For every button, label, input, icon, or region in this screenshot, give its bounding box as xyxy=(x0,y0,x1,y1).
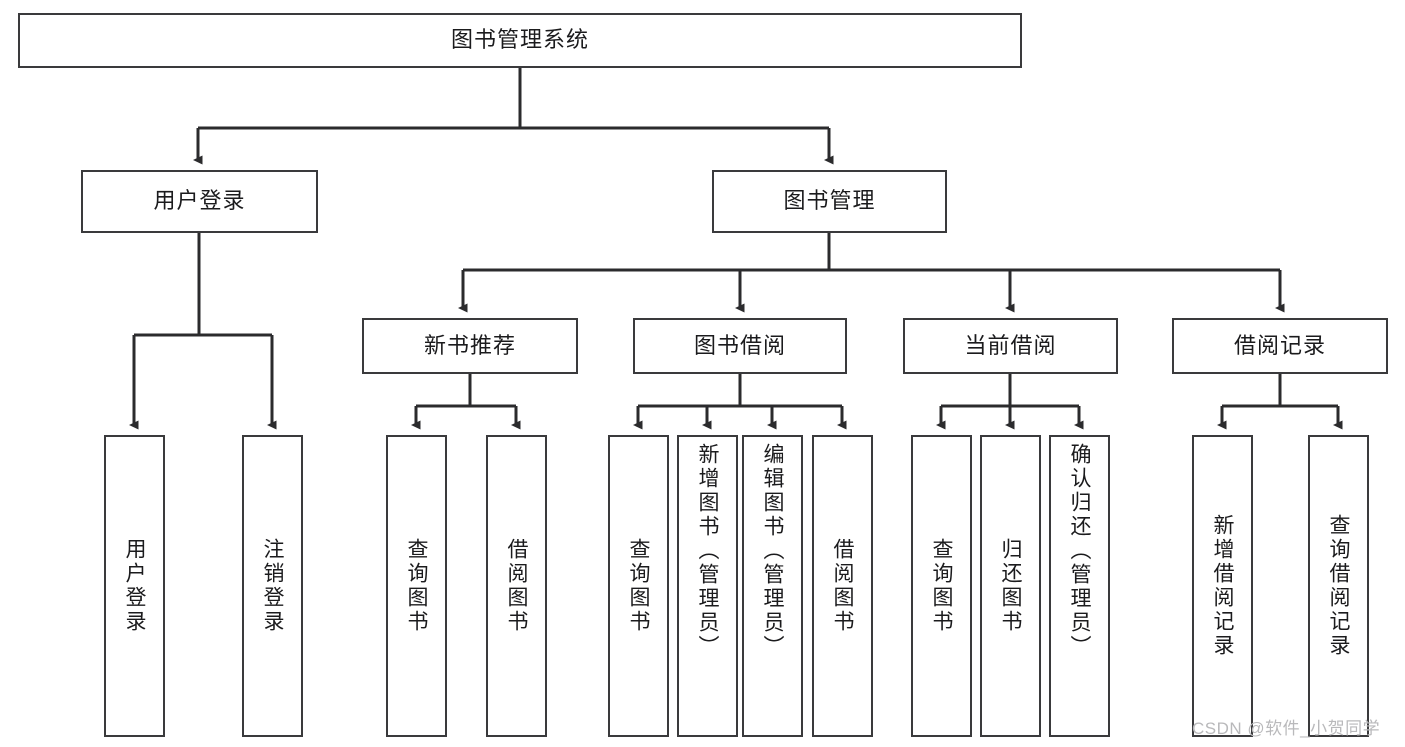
leaf-borrow-book[interactable]: 借阅图书 xyxy=(812,435,873,737)
leaf-query-book-current[interactable]: 查询图书 xyxy=(911,435,972,737)
node-label: 注销登录 xyxy=(261,538,285,634)
node-label: 查询图书 xyxy=(930,538,954,634)
node-new-book-recommend[interactable]: 新书推荐 xyxy=(362,318,578,374)
leaf-edit-book-admin[interactable]: 编辑图书（管理员） xyxy=(742,435,803,737)
node-label: 查询借阅记录 xyxy=(1327,514,1351,658)
leaf-query-book-borrow[interactable]: 查询图书 xyxy=(608,435,669,737)
leaf-add-book-admin[interactable]: 新增图书（管理员） xyxy=(677,435,738,737)
node-book-borrow[interactable]: 图书借阅 xyxy=(633,318,847,374)
node-label: 新书推荐 xyxy=(423,332,516,358)
leaf-return-book[interactable]: 归还图书 xyxy=(980,435,1041,737)
leaf-query-book-recommend[interactable]: 查询图书 xyxy=(386,435,447,737)
leaf-add-borrow-record[interactable]: 新增借阅记录 xyxy=(1192,435,1253,737)
leaf-borrow-book-recommend[interactable]: 借阅图书 xyxy=(486,435,547,737)
node-label: 新增图书（管理员） xyxy=(696,443,720,659)
leaf-query-borrow-record[interactable]: 查询借阅记录 xyxy=(1308,435,1369,737)
node-label: 编辑图书（管理员） xyxy=(761,443,785,659)
node-borrow-record[interactable]: 借阅记录 xyxy=(1172,318,1388,374)
node-root-book-management-system[interactable]: 图书管理系统 xyxy=(18,13,1022,68)
leaf-confirm-return-admin[interactable]: 确认归还（管理员） xyxy=(1049,435,1110,737)
node-label: 查询图书 xyxy=(405,538,429,634)
node-label: 当前借阅 xyxy=(964,332,1057,358)
node-label: 归还图书 xyxy=(999,538,1023,634)
leaf-user-login[interactable]: 用户登录 xyxy=(104,435,165,737)
leaf-logout[interactable]: 注销登录 xyxy=(242,435,303,737)
node-label: 图书管理系统 xyxy=(450,27,589,53)
node-label: 新增借阅记录 xyxy=(1211,514,1235,658)
node-label: 借阅记录 xyxy=(1233,332,1326,358)
csdn-watermark: CSDN @软件_小贺同学 xyxy=(1192,719,1381,738)
node-label: 图书管理 xyxy=(783,188,876,214)
node-book-management[interactable]: 图书管理 xyxy=(712,170,947,233)
node-label: 用户登录 xyxy=(123,538,147,634)
node-current-borrow[interactable]: 当前借阅 xyxy=(903,318,1118,374)
node-label: 用户登录 xyxy=(153,188,246,214)
node-user-login[interactable]: 用户登录 xyxy=(81,170,318,233)
node-label: 借阅图书 xyxy=(831,538,855,634)
node-label: 借阅图书 xyxy=(505,538,529,634)
node-label: 查询图书 xyxy=(627,538,651,634)
node-label: 图书借阅 xyxy=(693,332,786,358)
node-label: 确认归还（管理员） xyxy=(1068,443,1092,659)
